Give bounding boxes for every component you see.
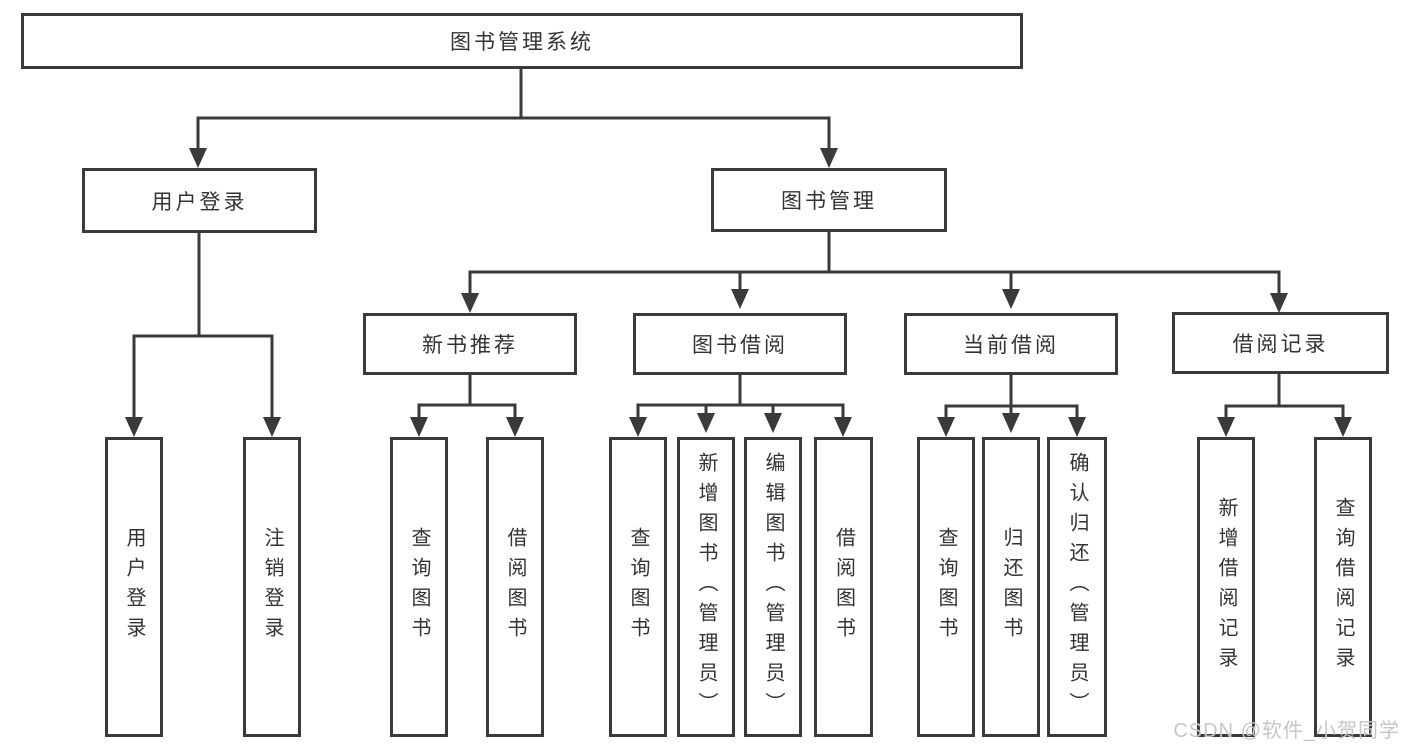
node-book-borrowing-label: 图书借阅 (692, 334, 788, 357)
leaf-cb-return-books-label: 归还图书 (1000, 527, 1022, 647)
leaf-cb-confirm-return: 确认归还（管理员） (1047, 437, 1107, 737)
leaf-nb-query-books: 查询图书 (390, 437, 448, 737)
leaf-user-login: 用户登录 (105, 437, 163, 737)
leaf-br-query-record: 查询借阅记录 (1314, 437, 1372, 737)
connector-borrowing-children (629, 403, 852, 437)
leaf-user-login-label: 用户登录 (123, 527, 145, 647)
node-new-book-recommend: 新书推荐 (363, 313, 577, 375)
leaf-logout-label: 注销登录 (261, 527, 283, 647)
node-current-borrowing-label: 当前借阅 (963, 334, 1059, 357)
leaf-nb-borrow-books: 借阅图书 (486, 437, 544, 737)
leaf-bb-borrow-books: 借阅图书 (814, 437, 873, 737)
node-borrow-records: 借阅记录 (1172, 312, 1389, 374)
node-new-book-recommend-label: 新书推荐 (422, 334, 518, 357)
connector-level3 (461, 270, 1288, 313)
node-user-login-label: 用户登录 (151, 190, 248, 214)
leaf-bb-borrow-books-label: 借阅图书 (832, 527, 855, 647)
leaf-bb-query-books: 查询图书 (609, 437, 667, 737)
node-book-management: 图书管理 (711, 168, 947, 232)
node-current-borrowing: 当前借阅 (904, 313, 1118, 375)
leaf-cb-return-books: 归还图书 (982, 437, 1040, 737)
leaf-cb-query-books-label: 查询图书 (935, 527, 957, 647)
leaf-bb-add-books-label: 新增图书（管理员） (695, 452, 717, 722)
leaf-nb-borrow-books-label: 借阅图书 (504, 527, 526, 647)
node-root-label: 图书管理系统 (450, 31, 594, 54)
leaf-br-query-record-label: 查询借阅记录 (1332, 497, 1354, 677)
connector-records-children (1217, 404, 1352, 437)
leaf-br-add-record-label: 新增借阅记录 (1215, 497, 1237, 677)
leaf-br-add-record: 新增借阅记录 (1197, 437, 1255, 737)
leaf-bb-edit-books-label: 编辑图书（管理员） (762, 452, 784, 722)
leaf-logout: 注销登录 (243, 437, 301, 737)
node-user-login: 用户登录 (82, 168, 317, 233)
node-book-management-label: 图书管理 (781, 190, 877, 213)
node-book-borrowing: 图书借阅 (633, 313, 847, 375)
node-borrow-records-label: 借阅记录 (1232, 333, 1329, 356)
connector-level2 (189, 116, 838, 168)
leaf-cb-query-books: 查询图书 (917, 437, 975, 737)
leaf-bb-add-books: 新增图书（管理员） (677, 437, 735, 737)
connector-new-book-children (410, 403, 524, 437)
connector-user-login-children (125, 334, 281, 437)
leaf-bb-edit-books: 编辑图书（管理员） (744, 437, 802, 737)
leaf-bb-query-books-label: 查询图书 (627, 527, 649, 647)
connector-group (125, 69, 1352, 437)
leaf-cb-confirm-return-label: 确认归还（管理员） (1066, 452, 1088, 722)
node-root: 图书管理系统 (21, 13, 1023, 69)
watermark: CSDN @软件_小贺同学 (1173, 720, 1400, 742)
leaf-nb-query-books-label: 查询图书 (408, 527, 430, 647)
